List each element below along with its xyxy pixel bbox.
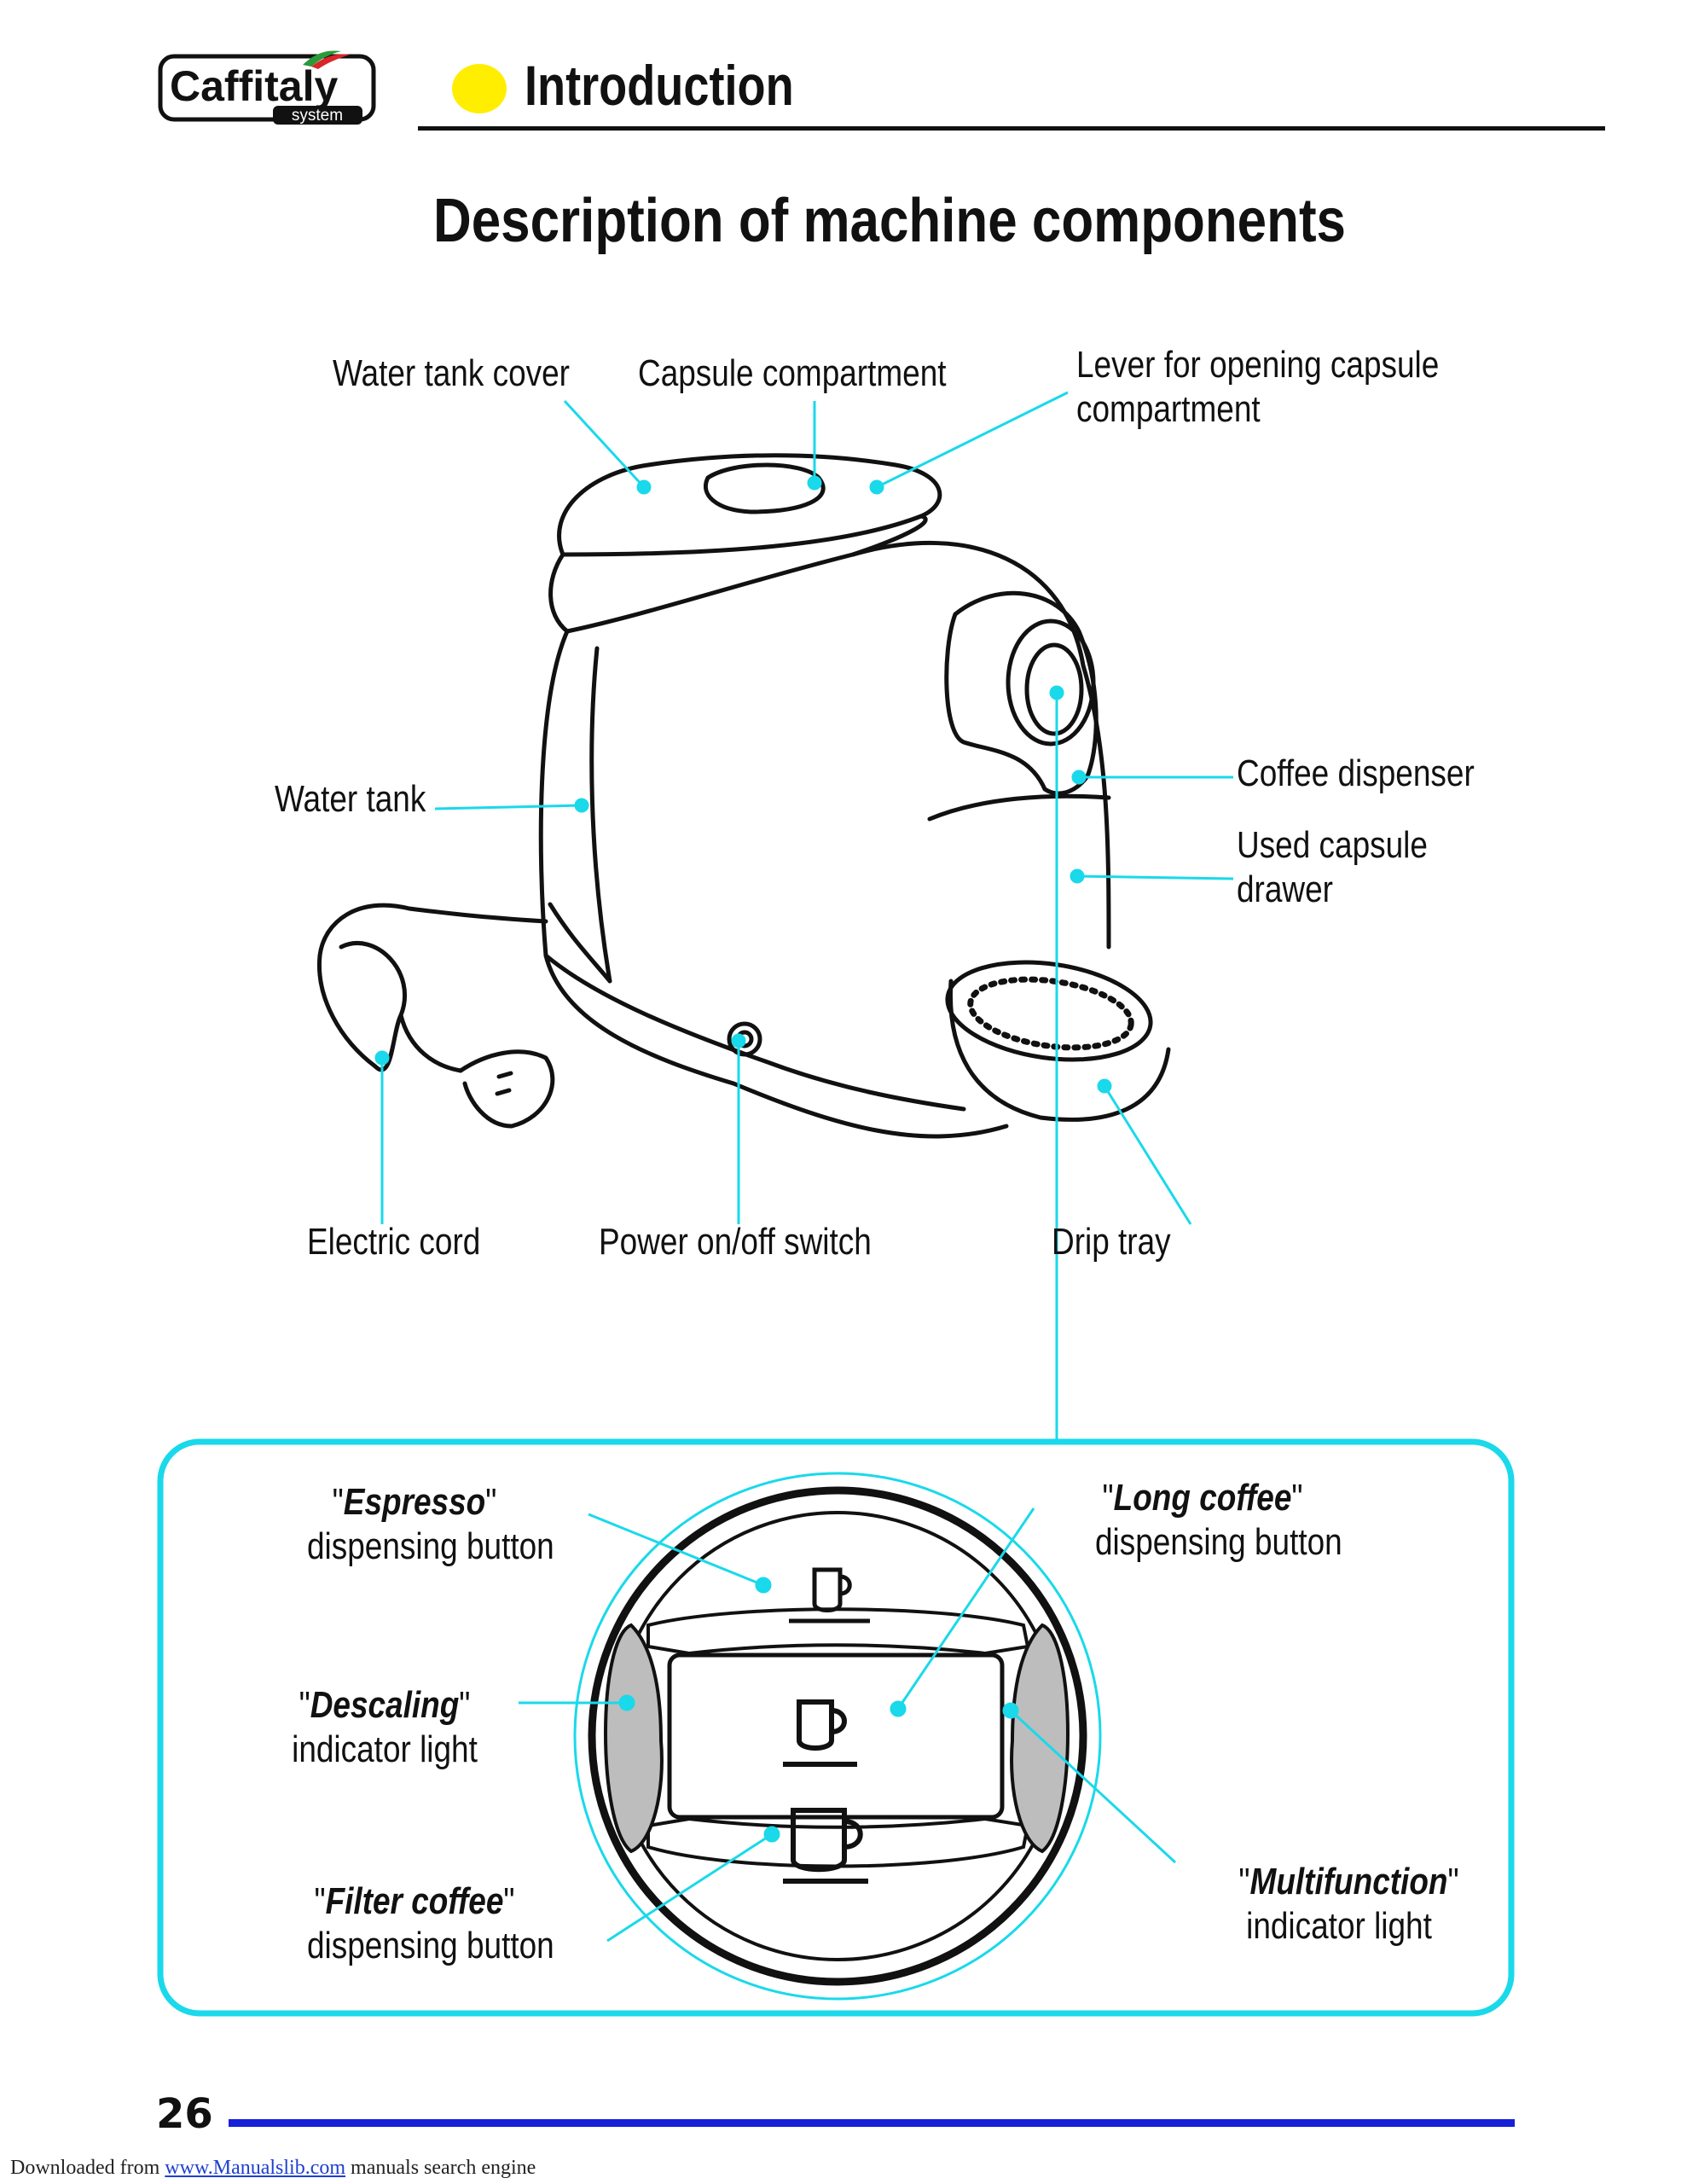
label-coffee-dispenser: Coffee dispenser: [1237, 752, 1475, 794]
long-coffee-cup-icon: [783, 1699, 857, 1767]
label-electric-cord: Electric cord: [307, 1221, 481, 1263]
label-descaling-name: Descaling: [310, 1684, 460, 1726]
label-lever-line2: compartment: [1076, 388, 1261, 430]
label-power-switch: Power on/off switch: [599, 1221, 872, 1263]
label-descaling-desc: indicator light: [292, 1728, 478, 1770]
page-heading: Description of machine components: [433, 187, 1347, 255]
label-espresso-desc: dispensing button: [307, 1525, 554, 1567]
espresso-cup-icon: [789, 1567, 870, 1623]
label-multi-desc: indicator light: [1246, 1905, 1432, 1947]
label-multi-name: Multifunction: [1249, 1861, 1448, 1902]
label-lever-capsule-compartment: Lever for opening capsule compartment: [1076, 343, 1439, 432]
label-used-capsule-line2: drawer: [1237, 868, 1333, 910]
label-long-name: Long coffee: [1113, 1477, 1292, 1519]
control-panel-illustration: [573, 1472, 1102, 2001]
label-espresso-button: "Espresso" dispensing button: [307, 1481, 554, 1567]
descaling-indicator-light: [604, 1623, 664, 1854]
label-capsule-compartment: Capsule compartment: [638, 352, 947, 394]
caffitaly-logo: Caffitaly system: [158, 50, 376, 125]
label-filter-name: Filter coffee: [325, 1880, 504, 1922]
label-used-capsule-drawer: Used capsule drawer: [1237, 823, 1428, 912]
coffee-machine-illustration: [316, 453, 1171, 1139]
label-multifunction-light: "Multifunction" indicator light: [1238, 1861, 1459, 1947]
label-drip-tray: Drip tray: [1052, 1221, 1171, 1263]
logo-subtitle: system: [292, 107, 343, 125]
panel-callout-lines: [519, 1507, 1177, 1943]
control-panel-frame: [157, 1438, 1515, 2017]
download-suffix: manuals search engine: [351, 2157, 536, 2179]
label-descaling-light: "Descaling" indicator light: [288, 1683, 482, 1772]
label-long-desc: dispensing button: [1095, 1521, 1342, 1563]
label-long-coffee-button: "Long coffee" dispensing button: [1095, 1477, 1342, 1563]
callout-lines: [374, 391, 1234, 1442]
section-title: Introduction: [525, 54, 794, 117]
section-marker-dot: [452, 64, 507, 113]
manualslib-link[interactable]: www.Manualslib.com: [165, 2157, 346, 2179]
label-water-tank: Water tank: [275, 778, 426, 820]
header-rule: [418, 126, 1605, 131]
footer-rule: [229, 2119, 1515, 2127]
page-number: 26: [156, 2090, 213, 2138]
filter-coffee-cup-icon: [783, 1808, 868, 1884]
download-note: Downloaded from www.Manualslib.com manua…: [10, 2157, 536, 2180]
label-water-tank-cover: Water tank cover: [333, 352, 570, 394]
label-espresso-name: Espresso: [343, 1481, 486, 1523]
logo-wordmark: Caffitaly: [170, 62, 338, 110]
label-lever-line1: Lever for opening capsule: [1076, 344, 1440, 386]
label-filter-coffee-button: "Filter coffee" dispensing button: [307, 1880, 554, 1966]
label-filter-desc: dispensing button: [307, 1925, 554, 1966]
label-used-capsule-line1: Used capsule: [1237, 824, 1428, 866]
download-prefix: Downloaded from: [10, 2157, 160, 2179]
